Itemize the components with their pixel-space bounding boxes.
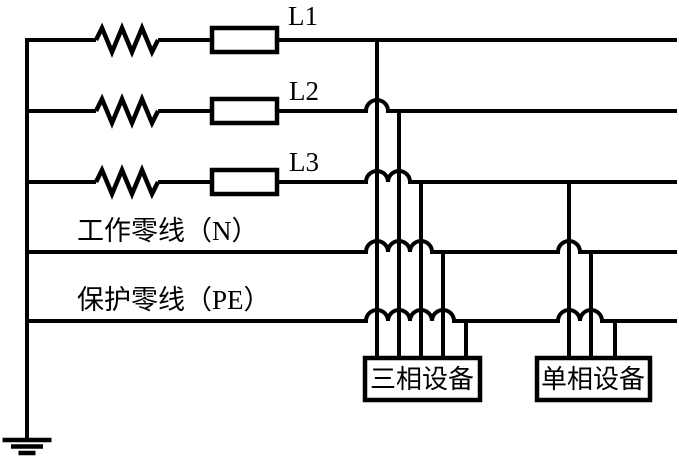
three-phase-equipment-label: 三相设备 (370, 365, 474, 394)
working-neutral-label: 工作零线（N） (77, 216, 259, 246)
ground-icon (2, 437, 52, 456)
fuse-icon-l2 (209, 96, 280, 126)
phase-l2-label: L2 (289, 76, 319, 106)
single-phase-equipment-label: 单相设备 (541, 365, 645, 394)
fuse-icon-l1 (209, 25, 280, 55)
three-phase-equipment-box (362, 355, 483, 403)
winding-zigzag-icon-l2 (93, 93, 161, 129)
neutral-n-wire (27, 239, 677, 254)
phase-l3-label: L3 (289, 147, 319, 177)
phase-l2-wire (27, 98, 677, 113)
protective-earth-label: 保护零线（PE） (77, 285, 271, 315)
phase-l3-wire (27, 169, 677, 184)
winding-zigzag-icon-l3 (93, 164, 161, 200)
protective-pe-wire (27, 308, 677, 323)
winding-zigzag-icon-l1 (93, 22, 161, 58)
fuse-icon-l3 (209, 167, 280, 197)
phase-l1-label: L1 (288, 1, 318, 31)
single-phase-equipment-box (534, 355, 653, 403)
